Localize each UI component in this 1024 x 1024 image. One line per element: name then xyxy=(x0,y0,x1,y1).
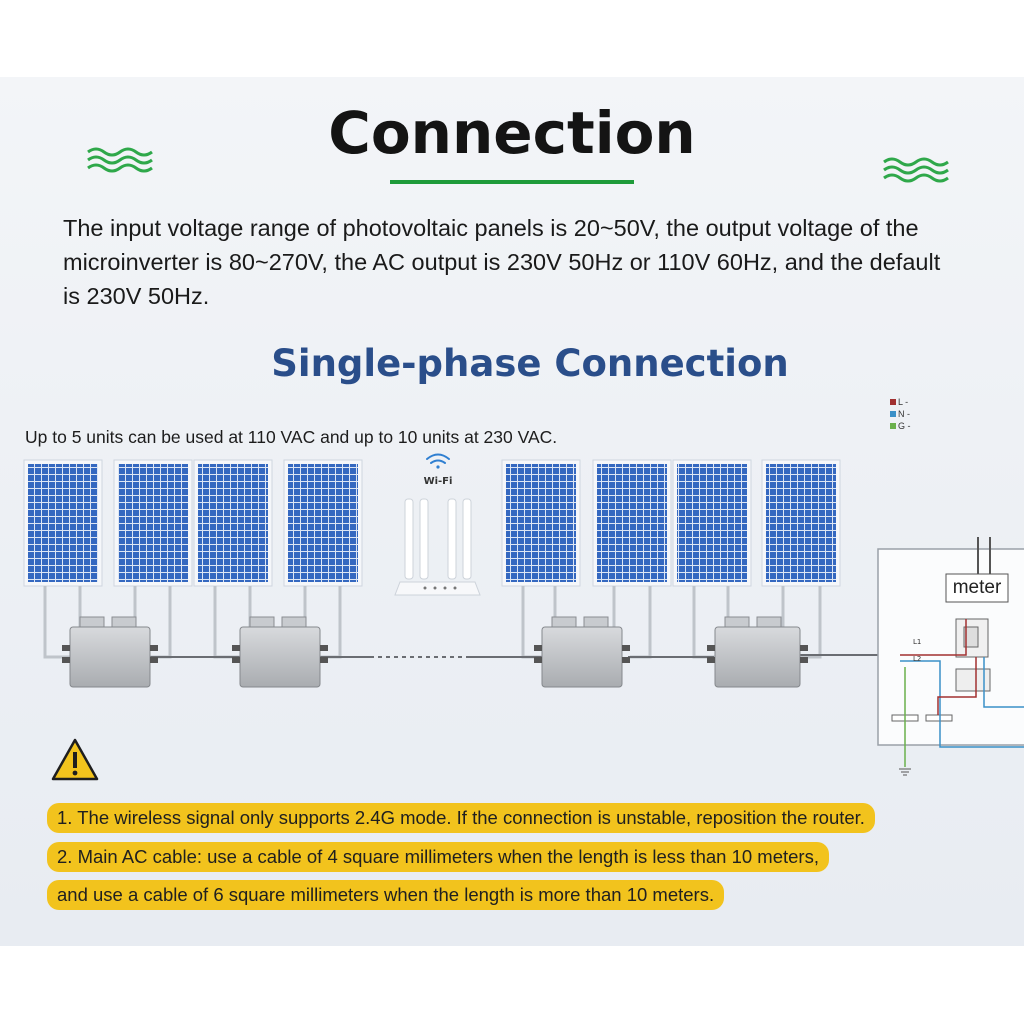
title-underline xyxy=(390,180,634,184)
legend-label-g: G - xyxy=(898,421,911,431)
legend-item-n: N - xyxy=(890,408,911,420)
diagram-canvas: Connection The input voltage range of ph… xyxy=(0,77,1024,946)
microinverter xyxy=(534,616,630,688)
wave-icon-left xyxy=(87,147,153,173)
solar-panel xyxy=(193,459,273,587)
distribution-panel xyxy=(877,537,1024,767)
ground-symbol-icon xyxy=(899,768,911,776)
solar-panel xyxy=(672,459,752,587)
wifi-router xyxy=(394,498,481,596)
solar-panel xyxy=(761,459,841,587)
wifi-label: Wi-Fi xyxy=(424,476,453,487)
solar-panel xyxy=(501,459,581,587)
legend-swatch-n xyxy=(890,411,896,417)
microinverter xyxy=(707,616,808,688)
solar-panel xyxy=(283,459,363,587)
wire-label-l2: L2 xyxy=(913,655,921,663)
meter-label: meter xyxy=(953,577,1002,598)
legend-swatch-l xyxy=(890,399,896,405)
legend-item-g: G - xyxy=(890,420,911,432)
solar-panel xyxy=(113,459,193,587)
legend-label-l: L - xyxy=(898,397,909,407)
solar-panel xyxy=(592,459,672,587)
wiring-diagram: Wi-Fi xyxy=(23,453,1024,776)
wire-legend: L - N - G - xyxy=(890,396,911,432)
microinverter xyxy=(232,616,328,688)
solar-panel xyxy=(23,459,103,587)
note-line-1: 1. The wireless signal only supports 2.4… xyxy=(47,803,875,833)
wave-icon-right xyxy=(883,157,949,183)
wire-label-l1: L1 xyxy=(913,638,921,646)
note-line-2: 2. Main AC cable: use a cable of 4 squar… xyxy=(47,842,829,872)
legend-item-l: L - xyxy=(890,396,911,408)
warning-icon xyxy=(51,738,99,781)
wifi-icon xyxy=(426,453,450,469)
microinverter xyxy=(62,616,158,688)
dc-cables xyxy=(43,586,822,659)
units-note: Up to 5 units can be used at 110 VAC and… xyxy=(25,427,558,447)
section-subtitle: Single-phase Connection xyxy=(271,342,789,385)
page-title: Connection xyxy=(328,99,696,167)
legend-swatch-g xyxy=(890,423,896,429)
note-line-3: and use a cable of 6 square millimeters … xyxy=(47,880,725,910)
legend-label-n: N - xyxy=(898,409,910,419)
intro-paragraph: The input voltage range of photovoltaic … xyxy=(63,215,941,309)
